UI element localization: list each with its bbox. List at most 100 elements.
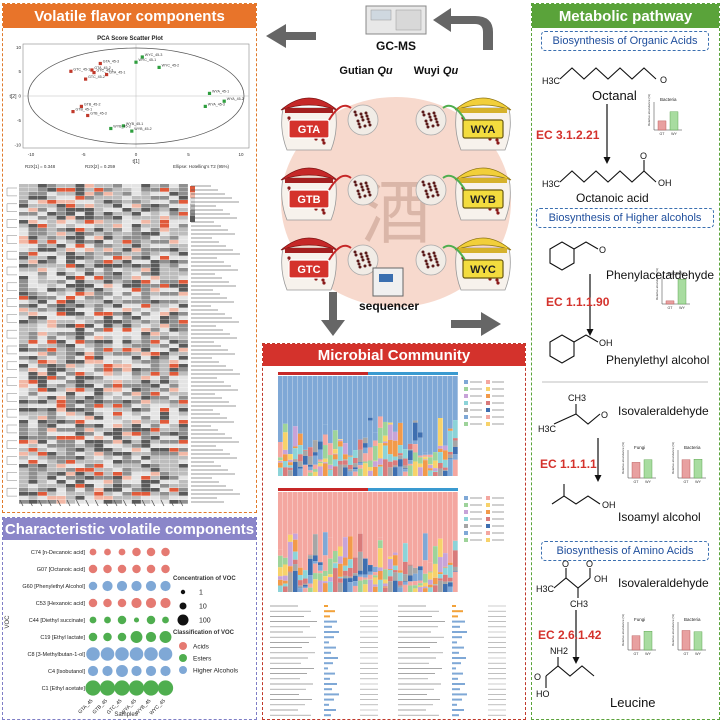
bubble-4-1 bbox=[104, 616, 111, 624]
heatmap-col-labels bbox=[19, 499, 184, 507]
pca-xtick-2: 0 bbox=[135, 152, 138, 157]
bubble-4-0 bbox=[89, 616, 97, 624]
phenylacet-o: O bbox=[599, 245, 606, 255]
heatmap bbox=[6, 184, 240, 507]
sequencer-label: sequencer bbox=[359, 299, 419, 313]
bubble-5-5 bbox=[159, 631, 172, 643]
pca-r2x1: R2X[1] = 0.348 bbox=[25, 164, 56, 169]
arrow-right-bottom bbox=[451, 312, 501, 336]
jar-gutian-1: GTB bbox=[280, 167, 338, 221]
jar-label-box-GTC bbox=[288, 259, 330, 279]
jar-label-box-GTB bbox=[288, 189, 330, 209]
legend-conc-title: Concentration of VOC bbox=[173, 576, 236, 582]
phenylethyl-oh: OH bbox=[599, 338, 613, 348]
bubble-chart: VOC Samples Concentration of VOC Classif… bbox=[5, 547, 239, 718]
bubble-2-1 bbox=[102, 580, 113, 592]
bubble-3-4 bbox=[145, 597, 157, 609]
pca-xtick-1: -5 bbox=[81, 152, 85, 157]
jar-label-WYA: WYA bbox=[471, 124, 496, 136]
svg-text:WY: WY bbox=[645, 480, 651, 484]
legend-class-dot-0 bbox=[179, 642, 187, 650]
petri-dish-wuyi-0 bbox=[415, 104, 447, 136]
pca-point-label-7: GTB_45-1 bbox=[76, 108, 93, 112]
bubble-2-3 bbox=[131, 580, 142, 592]
volatile-flavor-panel: Volatile flavor components PCA Score Sca… bbox=[2, 3, 257, 513]
bubble-6-5 bbox=[158, 647, 173, 661]
bubble-0-4 bbox=[146, 547, 156, 557]
pca-title: PCA Score Scatter Plot bbox=[97, 36, 163, 42]
legend-class-dot-1 bbox=[179, 654, 187, 662]
jar-wuyi-1: WYB bbox=[454, 167, 512, 221]
pca-ellipse bbox=[27, 47, 245, 145]
gutian-label: Gutian Qu bbox=[339, 65, 392, 77]
label-ec-1-1-1-1: EC 1.1.1.1 bbox=[540, 457, 597, 471]
phenylethyl-ring bbox=[549, 334, 575, 364]
legend-class-label-1: Esters bbox=[193, 656, 212, 663]
bubble-7-3 bbox=[131, 665, 142, 677]
bubble-4-5 bbox=[162, 616, 169, 624]
pca-r2x2: R2X[2] = 0.259 bbox=[85, 164, 116, 169]
bubble-xlabel: Samples bbox=[114, 712, 137, 718]
octanoic-h3c: H3C bbox=[542, 179, 561, 189]
bubble-1-3 bbox=[132, 564, 141, 574]
svg-text:Relative abundance (%): Relative abundance (%) bbox=[655, 268, 659, 300]
legend-conc-label-2: 100 bbox=[199, 618, 211, 625]
isoval1-h3c: H3C bbox=[538, 424, 557, 434]
pca-points: GTA_45-2GTA_45-1GTA_45-3GTC_45-1GTC_45-2… bbox=[69, 53, 244, 133]
isoval1-o: O bbox=[601, 410, 608, 420]
bubble-row-label-5: C19 [Ethyl lactate] bbox=[40, 635, 85, 641]
label-octanal: Octanal bbox=[592, 88, 637, 103]
metabolic-pathway-panel: Metabolic pathway Biosynthesis of Organi… bbox=[531, 3, 720, 720]
label-isovaleraldehyde-1: Isovaleraldehyde bbox=[618, 404, 709, 418]
pca-point-label-13: WYA_45-2 bbox=[227, 97, 244, 101]
petri-dish-wuyi-2 bbox=[415, 244, 447, 276]
svg-text:Relative abundance (%): Relative abundance (%) bbox=[671, 614, 675, 646]
label-ec-3-1-2-21: EC 3.1.2.21 bbox=[536, 128, 600, 142]
bar-leucine-bacteria-title: Bacteria bbox=[684, 617, 701, 622]
bubble-6-2 bbox=[115, 647, 129, 661]
phenylacet-ring bbox=[549, 241, 575, 271]
bubble-ylabel: VOC bbox=[5, 615, 11, 629]
svg-text:GT: GT bbox=[668, 306, 674, 310]
center-illustration: 酒 GC-MS Gutian Qu Wuyi Qu GTAGTBGTCWYAWY… bbox=[266, 5, 512, 336]
jar-label-box-WYA bbox=[462, 119, 504, 139]
pca-point-label-15: WYB_45-1 bbox=[126, 122, 143, 126]
bubble-5-1 bbox=[103, 632, 112, 642]
pca-point-label-1: GTA_45-1 bbox=[109, 71, 125, 75]
jar-label-box-GTA bbox=[288, 119, 330, 139]
bubble-4-2 bbox=[117, 615, 127, 625]
bubble-1-0 bbox=[88, 564, 98, 574]
bubble-6-3 bbox=[129, 647, 144, 661]
petri-dish-gutian-2 bbox=[347, 244, 379, 276]
arrow-left-top bbox=[266, 24, 316, 48]
fungal-differential-chart bbox=[270, 605, 378, 717]
petri-dish-wuyi-1 bbox=[415, 174, 447, 206]
volatile-flavor-title: Volatile flavor components bbox=[3, 4, 256, 28]
bubble-1-1 bbox=[103, 564, 112, 574]
bubble-7-4 bbox=[145, 665, 157, 677]
pca-point-4 bbox=[84, 77, 88, 81]
bubble-3-3 bbox=[131, 597, 142, 609]
bubble-row-label-1: G07 [Octanoic acid] bbox=[37, 567, 86, 573]
bubble-1-4 bbox=[146, 564, 156, 574]
bubble-5-0 bbox=[88, 632, 98, 642]
bubble-5-2 bbox=[117, 632, 127, 642]
bar-phenylethyl-bacteria-title: Bacteria bbox=[668, 271, 685, 276]
svg-text:GT: GT bbox=[660, 132, 666, 136]
bubble-4-3 bbox=[133, 617, 140, 623]
bubble-2-4 bbox=[145, 580, 157, 592]
pca-point-9 bbox=[140, 55, 144, 59]
svg-text:GT: GT bbox=[634, 480, 640, 484]
jar-gutian-2: GTC bbox=[280, 237, 338, 291]
label-isovaleraldehyde-2: Isovaleraldehyde bbox=[618, 576, 709, 590]
legend-conc-label-1: 10 bbox=[199, 604, 207, 611]
jar-label-box-WYB bbox=[462, 189, 504, 209]
bubble-3-2 bbox=[117, 598, 127, 608]
